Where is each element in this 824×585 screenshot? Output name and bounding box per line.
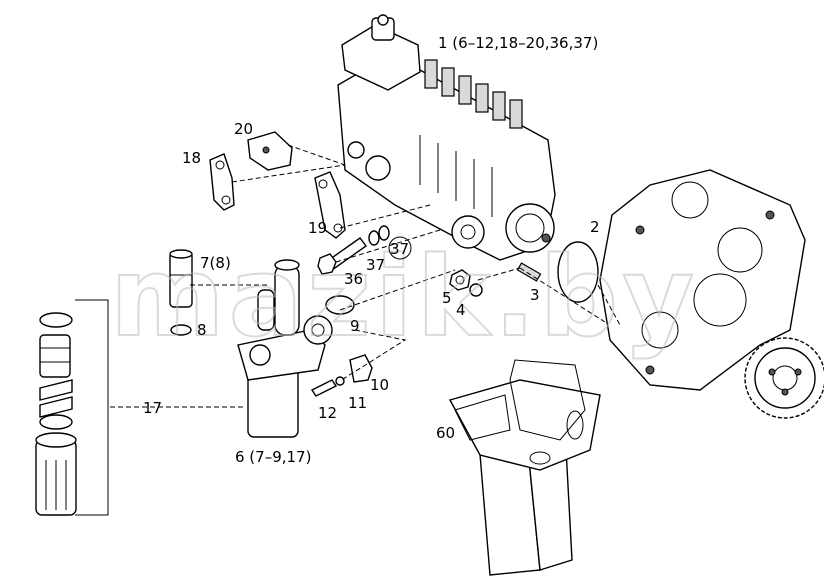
delivery-valves [424,59,523,129]
lever-18 [209,153,235,211]
label-part-12: 12 [318,404,337,422]
seal-8 [170,324,192,336]
label-part-6: 6 (7–9,17) [235,448,311,466]
filter-7 [169,249,193,308]
label-part-4: 4 [456,301,466,319]
label-part-10: 10 [370,376,389,394]
engine-housing [599,169,824,419]
label-part-60: 60 [436,424,455,442]
label-part-37-circled-text: 37 [390,240,409,258]
o-ring-2 [557,241,599,303]
label-part-8: 8 [197,321,207,339]
filter-kit-17 [35,299,109,516]
bracket-20 [247,131,293,171]
label-part-37-circled: 37 [388,236,412,260]
label-part-19: 19 [308,219,327,237]
small-parts-10-12 [310,354,373,397]
label-part-18: 18 [182,149,201,167]
small-parts-3-5 [449,262,542,297]
label-part-20: 20 [234,120,253,138]
gasket-kit-60 [448,359,601,576]
label-part-2: 2 [590,218,600,236]
label-part-36: 36 [344,270,363,288]
label-part-11: 11 [348,394,367,412]
watermark-text: mazik.by [110,233,698,361]
label-part-9: 9 [350,317,360,335]
o-ring-9 [325,295,355,315]
label-part-7: 7(8) [200,254,231,272]
primer-pump-6 [237,259,333,438]
label-part-3: 3 [530,286,540,304]
leader-lines [110,144,621,408]
label-part-17: 17 [143,399,162,417]
injection-pump [337,14,556,261]
label-part-1: 1 (6–12,18–20,36,37) [438,34,598,52]
label-part-5: 5 [442,289,452,307]
label-part-37: 37 [366,256,385,274]
